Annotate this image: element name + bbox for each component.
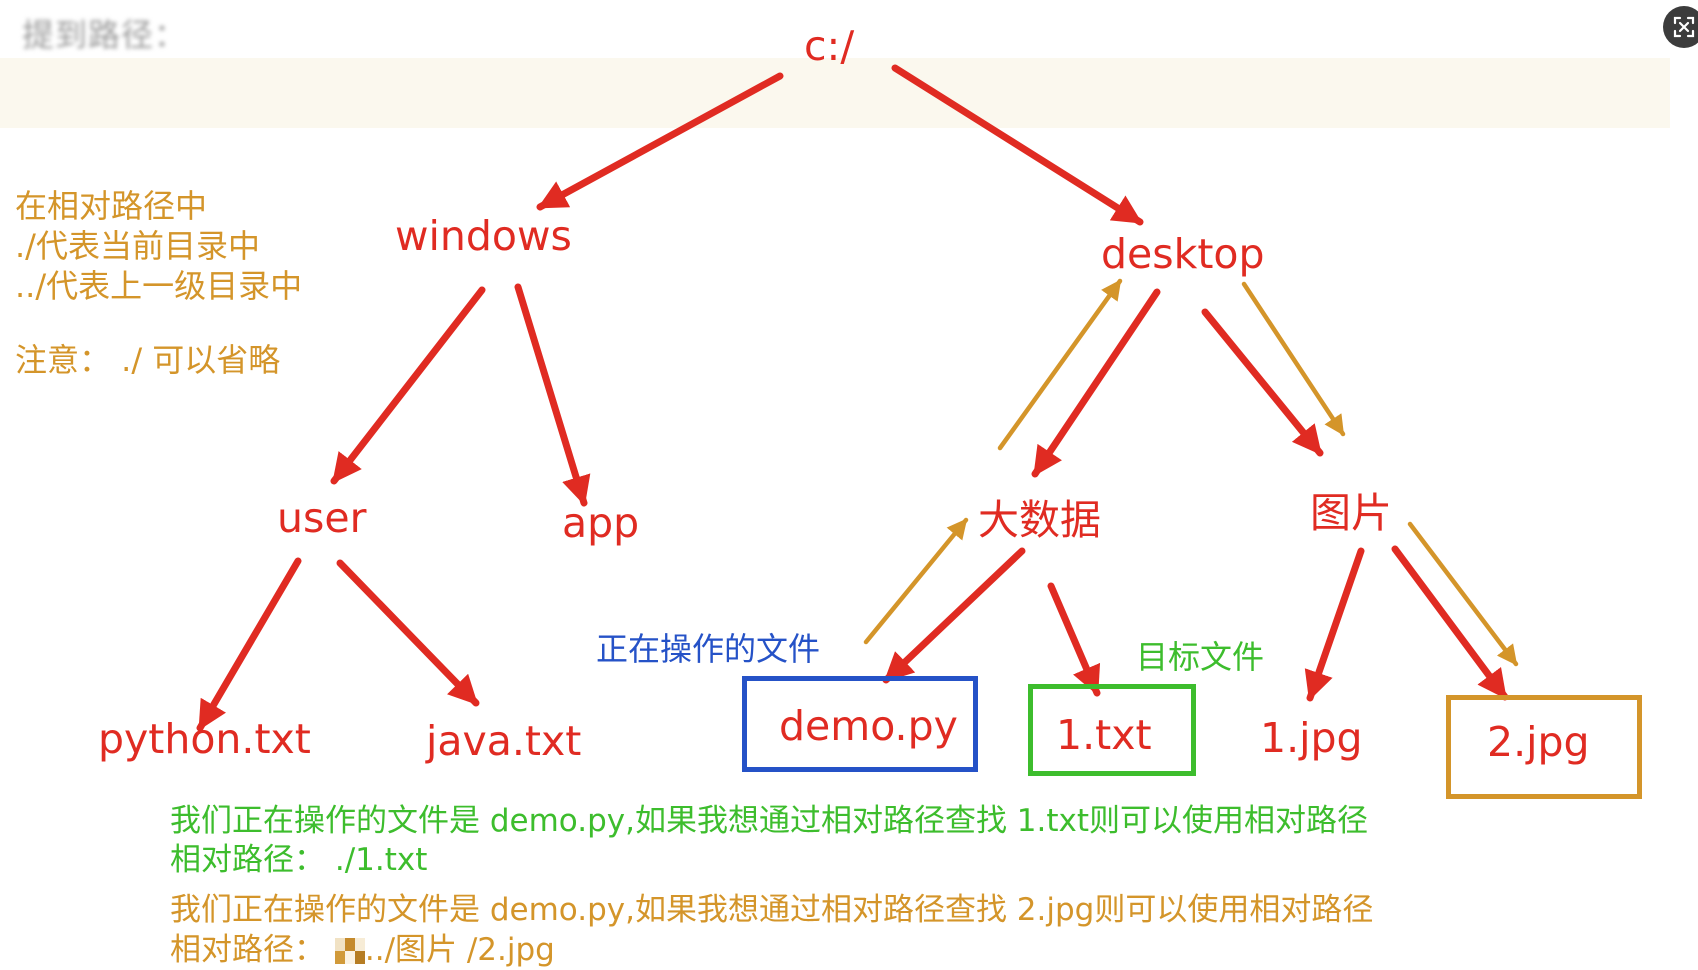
- node-2-jpg: 2.jpg: [1487, 718, 1590, 766]
- node-java-txt: java.txt: [426, 717, 582, 765]
- node-root: c:/: [804, 22, 855, 70]
- label-target-file: 目标文件: [1136, 638, 1265, 676]
- legend-line-3: ../代表上一级目录中: [15, 267, 303, 305]
- node-1-txt: 1.txt: [1056, 711, 1152, 759]
- explanation-green-line-2: 相对路径： ./1.txt: [170, 842, 428, 878]
- current-file-box: [742, 676, 978, 772]
- node-app: app: [562, 499, 640, 547]
- screenshot-button[interactable]: [1663, 6, 1698, 48]
- header-band: [0, 58, 1670, 128]
- blurred-title: 提到路径：: [22, 16, 188, 54]
- legend-line-1: 在相对路径中: [15, 187, 208, 225]
- arrow-pictures-1jpg: [1304, 547, 1365, 702]
- explanation-gold-path: ../图片 /2.jpg: [364, 932, 555, 968]
- path-arrow-bigdata-desktop: [997, 278, 1123, 451]
- node-demo-py: demo.py: [779, 702, 958, 750]
- arrow-user-java: [336, 559, 480, 707]
- explanation-green-line-1: 我们正在操作的文件是 demo.py,如果我想通过相对路径查找 1.txt则可以…: [170, 803, 1369, 839]
- legend-line-4: 注意： ./ 可以省略: [15, 341, 281, 379]
- node-bigdata: 大数据: [978, 496, 1101, 544]
- legend-line-2: ./代表当前目录中: [15, 227, 260, 265]
- arrow-root-windows: [536, 72, 784, 211]
- explanation-gold-line-2: 相对路径： ../图片 /2.jpg: [170, 924, 555, 969]
- arrow-pictures-2jpg: [1391, 545, 1509, 701]
- node-pictures: 图片: [1310, 489, 1392, 537]
- path-target-box: [1446, 695, 1642, 799]
- explanation-gold-prefix: 相对路径：: [170, 932, 325, 968]
- arrow-bigdata-1txt: [1047, 582, 1101, 697]
- arrow-bigdata-demo: [882, 547, 1026, 684]
- path-arrow-demo-bigdata: [863, 517, 969, 645]
- arrow-user-python: [196, 557, 302, 732]
- pixelated-mark: [334, 938, 365, 964]
- arrow-root-desktop: [891, 64, 1144, 226]
- arrow-desktop-pictures: [1201, 308, 1324, 457]
- explanation-gold-line-1: 我们正在操作的文件是 demo.py,如果我想通过相对路径查找 2.jpg则可以…: [170, 892, 1374, 928]
- node-windows: windows: [395, 212, 572, 260]
- label-current-file: 正在操作的文件: [596, 630, 821, 668]
- scan-icon: [1673, 16, 1695, 38]
- node-desktop: desktop: [1101, 230, 1265, 278]
- node-python-txt: python.txt: [98, 715, 311, 763]
- node-user: user: [277, 494, 367, 542]
- target-file-box: [1028, 684, 1196, 776]
- path-arrow-pictures-2jpg: [1407, 521, 1519, 667]
- arrow-windows-user: [330, 286, 486, 485]
- path-arrow-desktop-pictures: [1241, 281, 1346, 437]
- arrow-desktop-bigdata: [1031, 288, 1161, 478]
- arrow-windows-app: [514, 283, 591, 507]
- node-1-jpg: 1.jpg: [1260, 714, 1363, 762]
